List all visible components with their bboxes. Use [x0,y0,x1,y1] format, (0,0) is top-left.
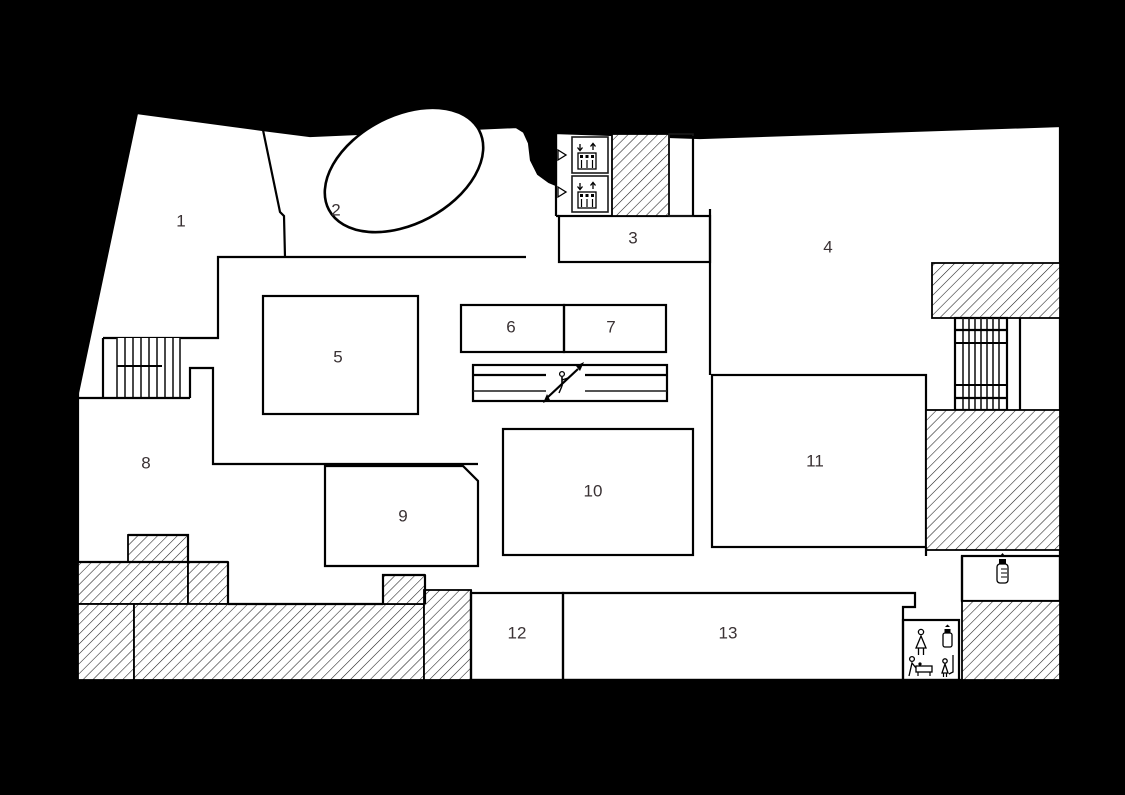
baby-bottle-icon [996,553,1009,584]
room-label-7: 7 [606,317,615,336]
floor-slab [78,113,1060,680]
direction-marker-lower [557,185,568,199]
room-label-9: 9 [398,506,407,525]
elevator-icon-lower [576,181,597,209]
direction-marker-upper [557,148,568,162]
oval-atrium-void [323,106,485,234]
room-6-7 [459,303,668,354]
room-label-4: 4 [823,237,832,256]
room-10 [501,427,695,557]
room-8-partition [188,366,325,466]
baby-bottle-icon-2 [942,624,953,648]
right-structure [925,262,1062,681]
room-label-11: 11 [806,451,824,470]
room-label-12: 12 [508,623,527,642]
room-9 [323,462,480,568]
interior-corridor-lines [924,547,964,601]
family-restroom [901,618,961,682]
room-label-2: 2 [331,200,340,219]
escalator-icon [543,362,584,403]
room-label-10: 10 [584,481,603,500]
room-label-8: 8 [141,453,150,472]
room-label-3: 3 [628,228,637,247]
child-restroom-icon [941,655,954,677]
room-12-13 [469,591,917,682]
baby-changing-icon [908,655,933,677]
room-label-6: 6 [506,317,515,336]
room-label-1: 1 [176,211,185,230]
room-label-5: 5 [333,347,342,366]
escalator-band [471,362,669,403]
elevator-icon-upper [576,142,597,170]
stair-left [78,338,190,400]
womens-restroom-icon [915,628,927,655]
room-labels: 1 2 3 4 5 6 7 8 9 10 11 12 13 [141,200,832,642]
elevator-bank [554,133,695,218]
room-5 [261,294,420,416]
bottom-hatched-structure [77,534,472,681]
room-label-13: 13 [719,623,738,642]
